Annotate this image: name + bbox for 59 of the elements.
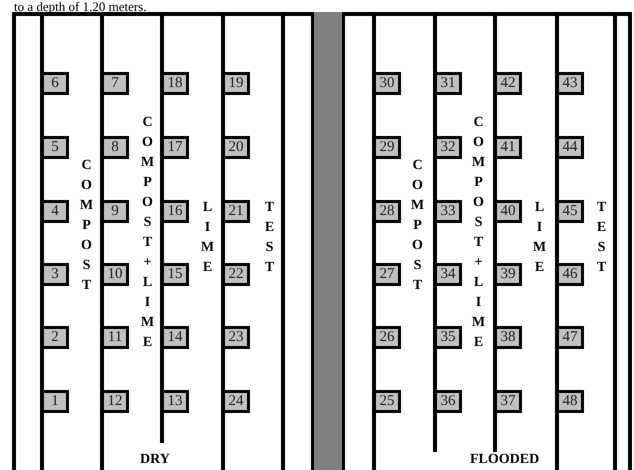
treatment-label: COMPOST+LIME — [470, 115, 486, 355]
plot-number: 46 — [559, 263, 584, 286]
plot-number: 1 — [44, 390, 69, 413]
plot-number: 43 — [559, 72, 584, 95]
plot-number: 39 — [497, 263, 522, 286]
plot-number: 37 — [497, 390, 522, 413]
plot-number: 4 — [44, 200, 69, 223]
plot-number: 23 — [225, 326, 250, 349]
plot-number: 34 — [437, 263, 462, 286]
treatment-label: COMPOST+LIME — [139, 115, 155, 355]
plot-number: 7 — [104, 72, 129, 95]
plot-number: 17 — [164, 136, 189, 159]
condition-label: DRY — [140, 452, 170, 468]
plot-number: 38 — [497, 326, 522, 349]
plot-number: 12 — [104, 390, 129, 413]
plot-number: 45 — [559, 200, 584, 223]
plot-number: 6 — [44, 72, 69, 95]
plot-number: 28 — [376, 200, 401, 223]
plot-number: 2 — [44, 326, 69, 349]
plot-number: 9 — [104, 200, 129, 223]
plot-number: 41 — [497, 136, 522, 159]
plot-number: 16 — [164, 200, 189, 223]
plot-number: 25 — [376, 390, 401, 413]
plot-number: 40 — [497, 200, 522, 223]
treatment-label: TEST — [261, 200, 277, 280]
plot-number: 11 — [104, 326, 129, 349]
plot-number: 8 — [104, 136, 129, 159]
treatment-label: COMPOST — [78, 158, 94, 298]
plot-number: 15 — [164, 263, 189, 286]
treatment-label: COMPOST — [409, 158, 425, 298]
plot-number: 18 — [164, 72, 189, 95]
plot-number: 31 — [437, 72, 462, 95]
plot-number: 32 — [437, 136, 462, 159]
treatment-label: LIME — [531, 200, 547, 280]
condition-label: FLOODED — [470, 452, 540, 468]
caption-text: to a depth of 1.20 meters. — [14, 0, 146, 13]
plot-number: 26 — [376, 326, 401, 349]
plot-number: 44 — [559, 136, 584, 159]
plot-number: 48 — [559, 390, 584, 413]
plot-number: 3 — [44, 263, 69, 286]
plot-number: 20 — [225, 136, 250, 159]
plot-number: 42 — [497, 72, 522, 95]
treatment-label: TEST — [593, 200, 609, 280]
plot-number: 33 — [437, 200, 462, 223]
plot-number: 21 — [225, 200, 250, 223]
plot-number: 36 — [437, 390, 462, 413]
plot-number: 10 — [104, 263, 129, 286]
plot-number: 35 — [437, 326, 462, 349]
plot-number: 29 — [376, 136, 401, 159]
plot-number: 14 — [164, 326, 189, 349]
plot-number: 30 — [376, 72, 401, 95]
treatment-label: LIME — [199, 200, 215, 280]
plot-number: 24 — [225, 390, 250, 413]
plot-number: 22 — [225, 263, 250, 286]
plot-number: 27 — [376, 263, 401, 286]
plot-number: 5 — [44, 136, 69, 159]
plot-number: 13 — [164, 390, 189, 413]
plot-number: 47 — [559, 326, 584, 349]
plot-number: 19 — [225, 72, 250, 95]
